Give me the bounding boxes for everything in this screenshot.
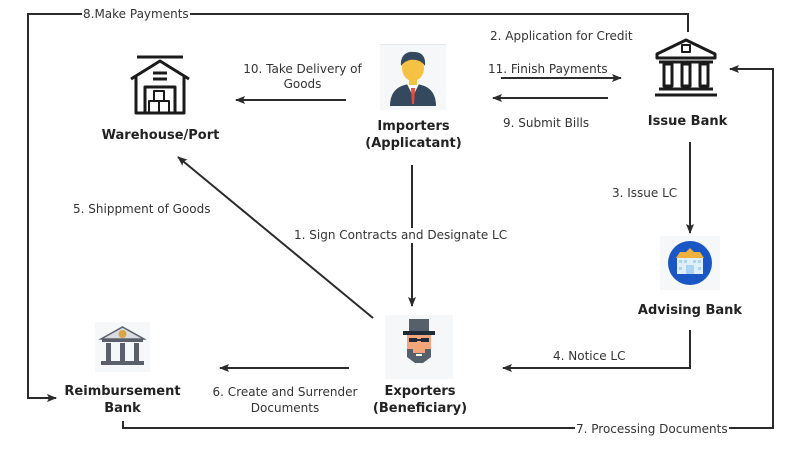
- warehouse-icon: [127, 53, 193, 117]
- step-1-label: 1. Sign Contracts and Designate LC: [293, 228, 509, 243]
- hat-man-icon: [385, 315, 453, 379]
- step-4-label: 4. Notice LC: [553, 349, 626, 363]
- step-5-label: 5. Shippment of Goods: [73, 202, 211, 216]
- businessman-icon: [380, 43, 446, 110]
- connector-5-shipment: [177, 156, 374, 319]
- step-9-label: 9. Submit Bills: [503, 116, 590, 130]
- issue-bank-title: Issue Bank: [647, 114, 728, 129]
- step-3-label: 3. Issue LC: [612, 186, 678, 200]
- step-8-label: 8.Make Payments: [82, 7, 190, 22]
- reimbursement-bank-title-line1: Reimbursement: [64, 384, 181, 399]
- building-circle-icon: [660, 236, 720, 290]
- bank-columns-icon: [95, 322, 150, 372]
- importers-title-line1: Importers: [377, 119, 450, 134]
- step-11-label: 11. Finish Payments: [488, 62, 608, 76]
- step-10-label-line1: 10. Take Delivery of: [243, 62, 362, 76]
- exporters-title-line2: (Beneficiary): [372, 401, 468, 416]
- step-2-label: 2. Application for Credit: [490, 29, 633, 43]
- reimbursement-bank-title-line2: Bank: [104, 401, 141, 416]
- step-7-label: 7. Processing Documents: [575, 422, 729, 437]
- connector-7-processing-documents: [122, 65, 774, 429]
- importers-title-line2: (Applicatant): [365, 136, 462, 151]
- warehouse-title: Warehouse/Port: [101, 128, 220, 143]
- step-6-label-line1: 6. Create and Surrender: [212, 385, 358, 399]
- bank-building-icon: [653, 36, 719, 100]
- step-10-label-line2: Goods: [283, 77, 322, 91]
- connector-4-notice-lc: [502, 330, 691, 372]
- exporters-title-line1: Exporters: [384, 384, 456, 399]
- connector-8-make-payments: [27, 13, 689, 402]
- advising-bank-title: Advising Bank: [637, 303, 743, 318]
- step-6-label-line2: Documents: [250, 401, 320, 415]
